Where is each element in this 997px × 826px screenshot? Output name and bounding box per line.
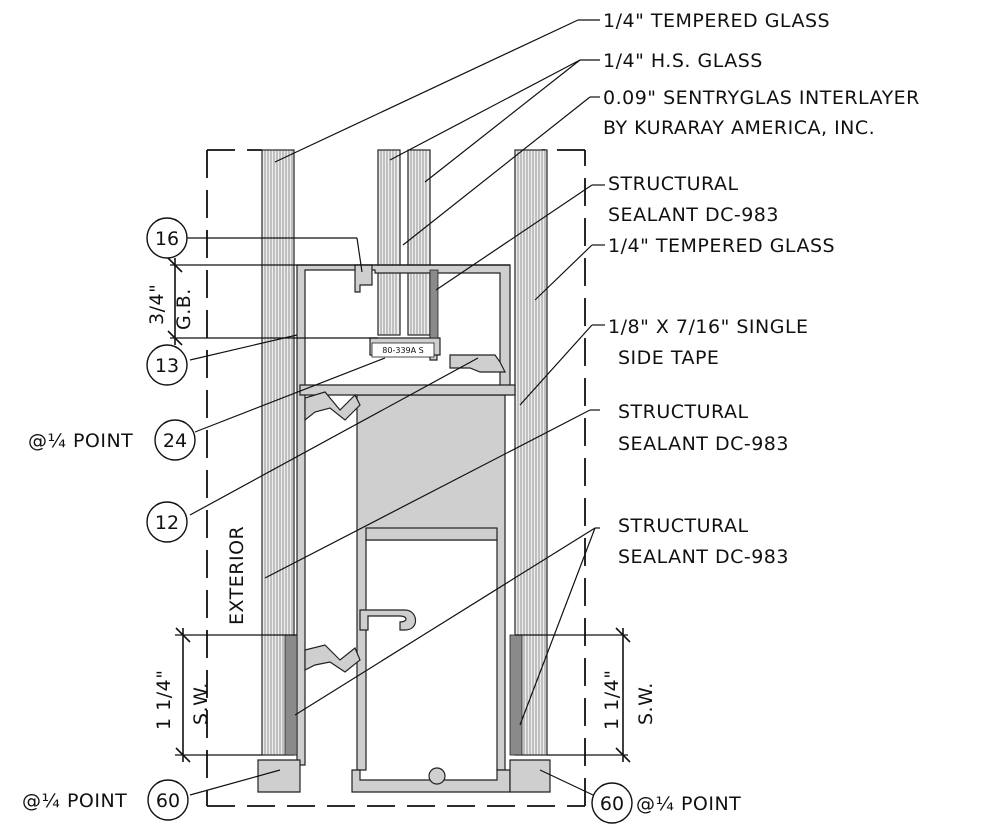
svg-text:24: 24 [163,430,187,452]
callout-tempered-glass-inner: 1/4" TEMPERED GLASS [608,235,835,257]
tag-60-right: 60 [591,782,633,824]
svg-text:16: 16 [155,228,179,250]
callout-tempered-glass-top: 1/4" TEMPERED GLASS [603,10,830,32]
sw-left-dimension-value: 1 1/4" [153,670,175,730]
sw-left-dimension-label: S.W. [190,682,212,725]
part-number-box: 80-339A S [371,342,435,358]
leader-lines [187,19,605,796]
hs-glass-right [407,149,431,336]
tag-60-left: 60 [147,779,189,821]
callout-sealant-low-line2: SEALANT DC-983 [618,546,789,568]
exterior-label: EXTERIOR [226,526,248,625]
tag-13: 13 [146,344,188,386]
callout-tape-line1: 1/8" X 7/16" SINGLE [608,316,809,338]
quarter-point-note-60-left: @¼ POINT [22,790,127,812]
gb-dimension-value: 3/4" [146,284,168,325]
callout-interlayer-line1: 0.09" SENTRYGLAS INTERLAYER [603,87,920,109]
tag-24: 24 [154,419,196,461]
callout-sealant-low-line1: STRUCTURAL [618,515,749,537]
sw-right-dimension-value: 1 1/4" [601,670,623,730]
dimension-lines [167,257,631,763]
sw-right-dimension-label: S.W. [635,682,657,725]
part-number-label: 80-339A S [382,346,423,355]
quarter-point-note-24: @¼ POINT [28,430,133,452]
callout-text: 1/4" TEMPERED GLASS 1/4" H.S. GLASS 0.09… [603,10,920,568]
callout-sealant-mid-line2: SEALANT DC-983 [618,433,789,455]
svg-text:13: 13 [155,355,179,377]
callout-sealant-top-line2: SEALANT DC-983 [608,204,779,226]
callout-tape-line2: SIDE TAPE [618,347,719,369]
svg-text:12: 12 [155,512,179,534]
callout-interlayer-line2: BY KURARAY AMERICA, INC. [603,117,875,139]
svg-text:60: 60 [600,793,624,815]
callout-sealant-top-line1: STRUCTURAL [608,173,739,195]
callout-hs-glass: 1/4" H.S. GLASS [603,50,763,72]
tag-16: 16 [146,217,188,259]
section-boundary [206,149,586,807]
gb-dimension-label: G.B. [173,288,195,330]
hs-glass-left [377,149,401,336]
tag-12: 12 [146,501,188,543]
quarter-point-note-60-right: @¼ POINT [636,793,741,815]
callout-sealant-mid-line1: STRUCTURAL [618,401,749,423]
svg-text:60: 60 [156,790,180,812]
